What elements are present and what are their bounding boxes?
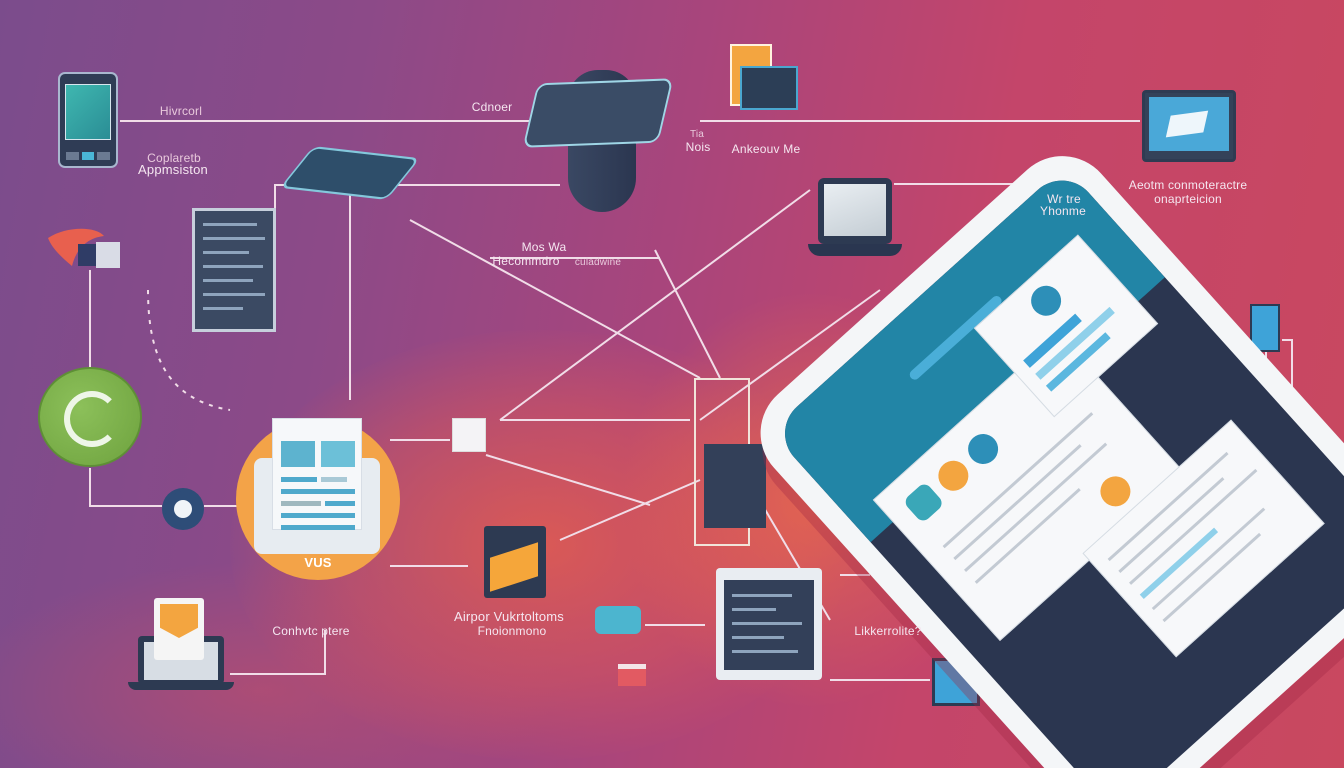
- laptop-mail-icon[interactable]: [128, 598, 234, 690]
- gear-icon[interactable]: [162, 488, 204, 530]
- lower-right-caption: Likkerrolite?: [854, 624, 922, 638]
- app-badge-icon[interactable]: [961, 427, 1005, 471]
- monitor-caption: onaprteicion: [1154, 192, 1222, 206]
- vault-caption: Fnoionmono: [477, 624, 547, 638]
- chart-card-icon[interactable]: [484, 526, 546, 598]
- smartphone-icon[interactable]: [58, 72, 118, 168]
- note-label: Nois: [685, 140, 711, 154]
- center-caption: culadwine: [574, 257, 622, 268]
- orange-badge-label: VUS: [304, 555, 332, 570]
- app-badge-icon[interactable]: [932, 454, 975, 497]
- settings-panel-icon[interactable]: [192, 208, 276, 332]
- monitor-icon[interactable]: [1142, 90, 1236, 162]
- monitor-caption: Aeotm conmoteractre: [1128, 178, 1248, 192]
- tablet-icon[interactable]: [694, 378, 766, 546]
- storage-block-icon[interactable]: [595, 606, 641, 634]
- center-caption: Mos Wa: [521, 240, 567, 254]
- server-tablet-top: [522, 78, 674, 148]
- note-label: Tia: [689, 129, 705, 140]
- phone-caption: Coplaretb: [147, 151, 201, 165]
- shield-icon: [1024, 279, 1068, 322]
- app-badge-icon[interactable]: [1094, 470, 1137, 513]
- cube-icon[interactable]: [618, 664, 646, 686]
- laptop-icon[interactable]: [808, 178, 902, 258]
- side-caption: Yhonme: [1040, 204, 1086, 218]
- refresh-orb-icon[interactable]: [38, 367, 142, 467]
- link-label: Hivrcorl: [159, 104, 203, 118]
- envelope-document-icon[interactable]: [272, 418, 362, 530]
- laptop-caption: Conhvtc ptere: [272, 624, 350, 638]
- phone-screen: [65, 84, 111, 140]
- center-caption: Hecommdro: [492, 254, 560, 268]
- app-badge-icon[interactable]: [902, 481, 945, 524]
- side-caption: Wr tre: [1047, 192, 1081, 206]
- document-stack-icon[interactable]: [730, 44, 798, 122]
- phone-toolbar: [66, 152, 111, 160]
- settings-panel-icon[interactable]: [716, 568, 822, 680]
- vault-caption: Airpor Vukrtoltoms: [453, 609, 565, 624]
- phone-caption: Appmsiston: [138, 162, 208, 177]
- package-icon[interactable]: [452, 418, 486, 452]
- server-label: Cdnoer: [471, 100, 513, 114]
- eye-icon[interactable]: [46, 226, 126, 276]
- anonymous-label: Ankeouv Me: [731, 142, 801, 156]
